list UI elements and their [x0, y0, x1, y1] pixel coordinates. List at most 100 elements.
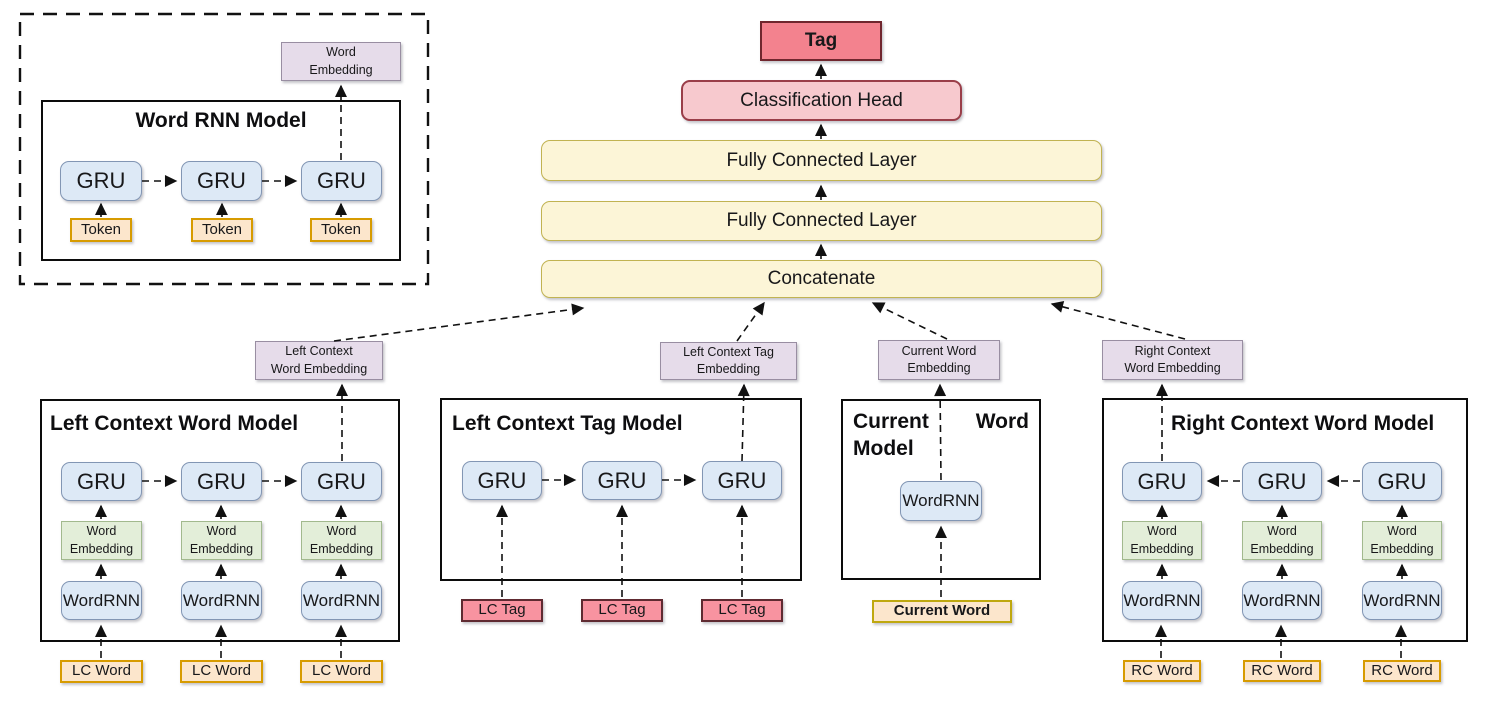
label: Fully Connected Layer — [726, 210, 917, 232]
label: RC Word — [1371, 661, 1433, 679]
wordrnn-node: WordRNN — [900, 481, 982, 521]
word-embedding-layer-node: Word Embedding — [1242, 521, 1322, 560]
gru-node: GRU — [582, 461, 662, 500]
left-context-word-model-title: Left Context Word Model — [50, 412, 299, 435]
label: WordRNN — [62, 590, 141, 610]
current-word-model-title: Current Word Model — [853, 408, 1029, 463]
label-line: Embedding — [189, 541, 254, 556]
rc-word-input-node: RC Word — [1363, 660, 1441, 682]
label: RC Word — [1131, 661, 1193, 679]
rc-word-input-node: RC Word — [1243, 660, 1321, 682]
right-context-word-model-title: Right Context Word Model — [1171, 412, 1435, 435]
label: WordRNN — [902, 491, 980, 511]
gru-node: GRU — [181, 161, 262, 201]
label: GRU — [197, 168, 246, 194]
label: Word — [975, 410, 1029, 433]
word-rnn-model-title: Word RNN Model — [135, 109, 307, 132]
label: LC Word — [312, 662, 371, 680]
label: GRU — [76, 168, 126, 194]
wordrnn-node: WordRNN — [1122, 581, 1202, 620]
label: GRU — [77, 468, 126, 494]
label-line: Embedding — [696, 362, 761, 376]
label: GRU — [1137, 468, 1187, 494]
title-line: Model — [853, 437, 914, 461]
fully-connected-layer-2-node: Fully Connected Layer — [541, 201, 1102, 241]
label: GRU — [1257, 468, 1307, 494]
token-input-node: Token — [70, 218, 132, 242]
label: WordRNN — [1123, 590, 1201, 610]
label: WordRNN — [1363, 590, 1441, 610]
label-line: Word — [326, 524, 357, 538]
left-context-word-embedding-node: Left Context Word Embedding — [255, 341, 383, 380]
gru-node: GRU — [61, 462, 142, 501]
label-line: Word Embedding — [270, 361, 368, 376]
word-embedding-layer-node: Word Embedding — [181, 521, 262, 560]
lc-tag-input-node: LC Tag — [701, 599, 783, 622]
word-embedding-layer-node: Word Embedding — [1362, 521, 1442, 560]
label-line: Word — [1267, 524, 1297, 538]
word-embedding-layer-node: Word Embedding — [61, 521, 142, 560]
label: GRU — [597, 467, 647, 493]
label: Token — [201, 220, 243, 238]
wordrnn-node: WordRNN — [181, 581, 262, 620]
gru-node: GRU — [301, 462, 382, 501]
wordrnn-node: WordRNN — [301, 581, 382, 620]
label: LC Word — [192, 662, 251, 680]
label: LC Tag — [718, 601, 766, 619]
label-line: Word — [86, 524, 117, 538]
label: LC Word — [72, 662, 131, 680]
label: WordRNN — [1243, 590, 1321, 610]
label-line: Current Word — [901, 343, 977, 358]
label-line: Embedding — [1370, 541, 1434, 556]
classification-head-node: Classification Head — [681, 80, 962, 121]
label: LC Tag — [478, 601, 526, 619]
label: Classification Head — [740, 89, 903, 111]
label-line: Left Context — [285, 344, 353, 358]
label: GRU — [197, 468, 246, 494]
gru-node: GRU — [1242, 462, 1322, 501]
label: WordRNN — [302, 590, 381, 610]
label: GRU — [317, 468, 366, 494]
label: RC Word — [1251, 661, 1313, 679]
gru-node: GRU — [1122, 462, 1202, 501]
label: GRU — [477, 467, 527, 493]
label-line: Word — [326, 45, 356, 59]
label-line: Word Embedding — [1124, 361, 1221, 375]
gru-node: GRU — [181, 462, 262, 501]
label: Current — [853, 410, 929, 433]
label-line: Word — [206, 524, 237, 538]
lc-word-input-node: LC Word — [60, 660, 143, 683]
label-line: Word — [1147, 524, 1177, 538]
left-context-tag-embedding-node: Left Context Tag Embedding — [660, 342, 797, 380]
label-line: Left Context Tag — [683, 344, 774, 359]
wordrnn-node: WordRNN — [1362, 581, 1442, 620]
label-line: Embedding — [1130, 541, 1194, 556]
right-context-word-embedding-node: Right Context Word Embedding — [1102, 340, 1243, 380]
label-line: Embedding — [69, 541, 134, 556]
current-word-input-node: Current Word — [872, 600, 1012, 623]
label: LC Tag — [598, 601, 646, 619]
gru-node: GRU — [301, 161, 382, 201]
label: Token — [80, 220, 122, 238]
concatenate-node: Concatenate — [541, 260, 1102, 298]
token-input-node: Token — [191, 218, 253, 242]
title-line: Current Word — [853, 408, 1029, 435]
current-word-embedding-node: Current Word Embedding — [878, 340, 1000, 380]
word-embedding-layer-node: Word Embedding — [301, 521, 382, 560]
label-line: Embedding — [309, 541, 374, 556]
label: GRU — [317, 168, 366, 194]
lc-tag-input-node: LC Tag — [581, 599, 663, 622]
label-line: Embedding — [1250, 541, 1314, 556]
gru-node: GRU — [1362, 462, 1442, 501]
rc-word-input-node: RC Word — [1123, 660, 1201, 682]
label-line: Embedding — [907, 361, 971, 375]
label: Tag — [804, 30, 838, 52]
label: GRU — [717, 467, 767, 493]
label: Current Word — [893, 602, 991, 620]
gru-node: GRU — [702, 461, 782, 500]
label: Concatenate — [767, 268, 876, 290]
lc-word-input-node: LC Word — [300, 660, 383, 683]
tag-output-node: Tag — [760, 21, 882, 61]
lc-tag-input-node: LC Tag — [461, 599, 543, 622]
